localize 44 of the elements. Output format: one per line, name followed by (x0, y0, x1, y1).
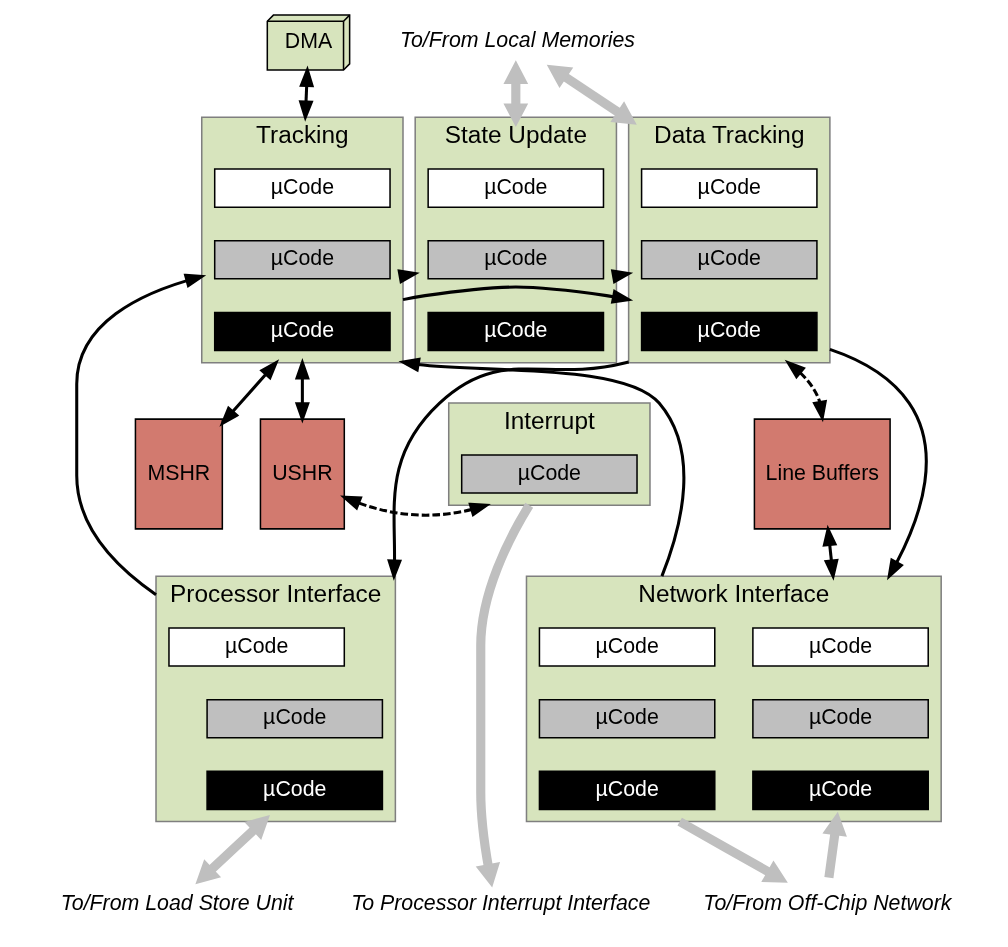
node-box: Line Buffers (753, 417, 891, 530)
arrow (610, 268, 634, 284)
node-box: µCode (206, 770, 384, 810)
node-box: µCode (640, 239, 818, 280)
node-text: To/From Local Memories (399, 27, 636, 52)
node-text: To/From Off-Chip Network (703, 890, 952, 915)
node-box: µCode (538, 770, 716, 810)
arrow (387, 359, 629, 581)
arrow (822, 811, 847, 878)
node-box: µCode (538, 698, 716, 738)
node-box: µCode (206, 698, 384, 738)
arrow (398, 356, 686, 577)
node-box: MSHR (134, 417, 224, 530)
arrow (340, 495, 491, 517)
node-box: µCode (752, 626, 929, 667)
node-box: µCode (640, 311, 818, 351)
node-text: To Processor Interrupt Interface (351, 890, 651, 915)
arrow (195, 814, 270, 884)
arrow (298, 65, 315, 122)
arrow (822, 524, 839, 581)
arrow (475, 502, 534, 887)
arrow (503, 59, 529, 127)
node-box: µCode (168, 626, 346, 667)
arrow (402, 285, 634, 304)
node-box: µCode (460, 453, 638, 494)
arrow (294, 357, 310, 423)
arrow (75, 273, 207, 596)
node-box: µCode (752, 698, 929, 738)
node-text: To/From Load Store Unit (60, 890, 294, 915)
arrow (397, 268, 420, 284)
node-box: USHR (259, 417, 346, 530)
arrow (784, 359, 828, 422)
node-box: µCode (427, 167, 605, 208)
node-box: µCode (538, 626, 716, 667)
node-box: µCode (752, 770, 929, 810)
arrow (546, 64, 637, 125)
node-box: µCode (640, 167, 818, 208)
arrow (677, 817, 788, 883)
node-box: µCode (427, 239, 605, 280)
node-box: µCode (427, 311, 605, 351)
arrow (219, 358, 280, 427)
node-box: µCode (213, 239, 391, 280)
node-box: µCode (213, 167, 391, 208)
node-box: µCode (213, 311, 391, 351)
